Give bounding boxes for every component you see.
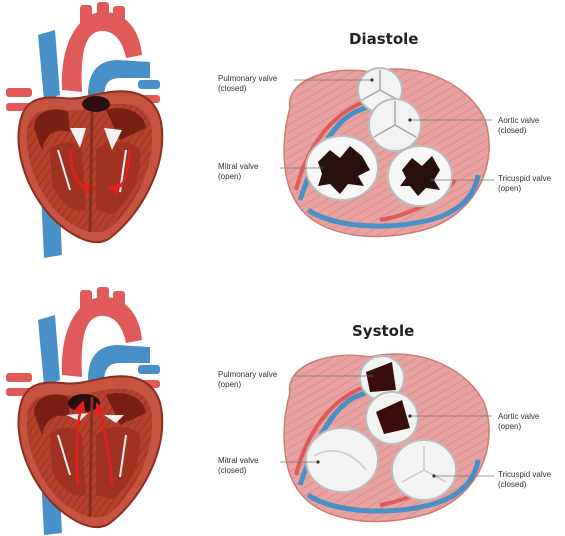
heart-systole (6, 287, 164, 535)
label-mitral-systole: Mitral valve (closed) (218, 456, 259, 475)
heart-diastole (6, 2, 164, 258)
label-tricuspid-systole: Tricuspid valve (closed) (498, 470, 552, 489)
label-aortic-systole: Aortic valve (open) (498, 412, 540, 431)
label-mitral-diastole: Mitral valve (open) (218, 162, 259, 181)
diastole-title: Diastole (349, 30, 419, 48)
valves-diastole (280, 67, 494, 238)
label-aortic-diastole: Aortic valve (closed) (498, 116, 540, 135)
label-pulmonary-systole: Pulmonary valve (open) (218, 370, 278, 389)
label-pulmonary-diastole: Pulmonary valve (closed) (218, 74, 278, 93)
valves-systole (280, 353, 494, 523)
systole-title: Systole (352, 322, 415, 340)
label-tricuspid-diastole: Tricuspid valve (open) (498, 174, 552, 193)
